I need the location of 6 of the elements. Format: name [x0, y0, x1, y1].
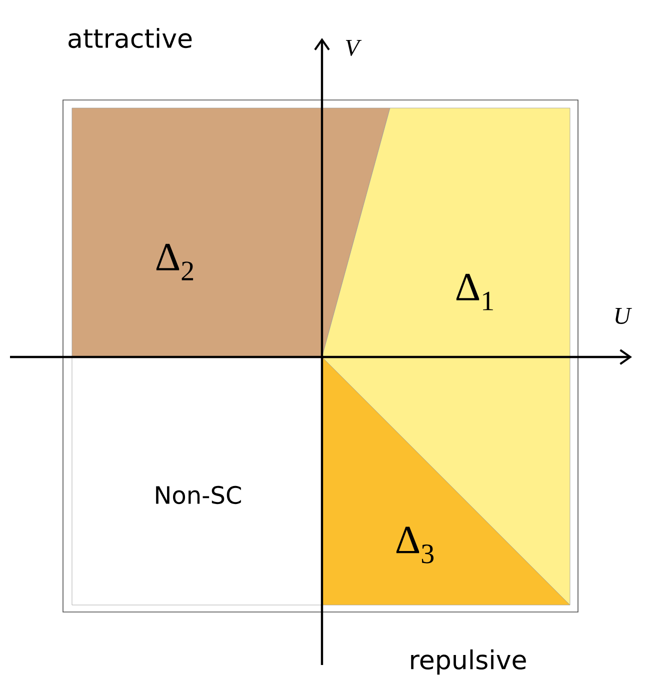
- axis-label: U: [616, 308, 632, 324]
- axis-label: V: [346, 40, 362, 56]
- phase-region: Δ$_{2}$: [72, 108, 390, 358]
- axis-label: attractive: [68, 28, 192, 48]
- phase-region: Non-SC: [72, 356, 322, 606]
- axis-label: repulsive: [411, 649, 526, 675]
